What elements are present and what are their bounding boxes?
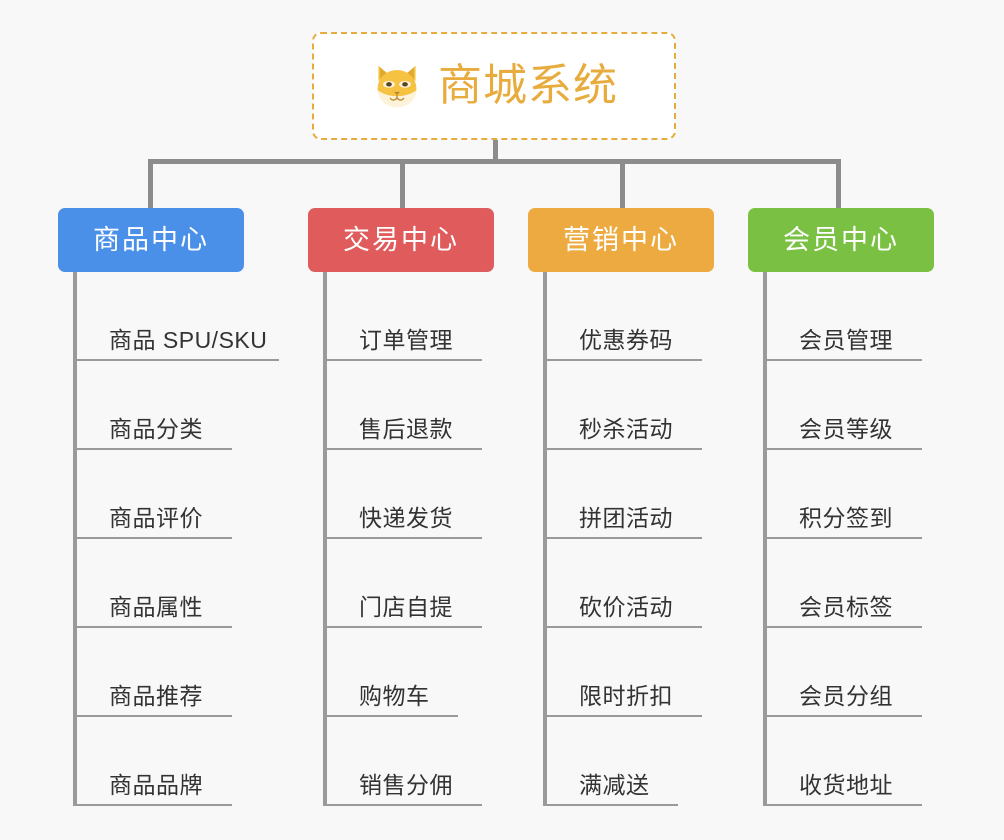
leaf-item[interactable]: 拼团活动 bbox=[547, 450, 748, 539]
connector-root-stem bbox=[493, 140, 498, 162]
leaf-list-marketing-center: 优惠券码秒杀活动拼团活动砍价活动限时折扣满减送 bbox=[543, 272, 748, 806]
category-header-label: 会员中心 bbox=[783, 224, 899, 255]
leaf-item-label: 会员等级 bbox=[799, 416, 893, 442]
category-header-product-center[interactable]: 商品中心 bbox=[58, 208, 244, 272]
leaf-item-label: 会员分组 bbox=[799, 683, 893, 709]
connector-drop bbox=[148, 159, 153, 208]
leaf-item[interactable]: 门店自提 bbox=[327, 539, 528, 628]
leaf-item[interactable]: 订单管理 bbox=[327, 272, 528, 361]
category-header-label: 商品中心 bbox=[93, 224, 209, 255]
leaf-item-label: 会员标签 bbox=[799, 594, 893, 620]
leaf-item[interactable]: 销售分佣 bbox=[327, 717, 528, 806]
leaf-item[interactable]: 会员标签 bbox=[767, 539, 968, 628]
leaf-item-label: 商品 SPU/SKU bbox=[109, 327, 268, 353]
leaf-item-underline bbox=[77, 537, 232, 539]
leaf-item-underline bbox=[77, 715, 232, 717]
leaf-item-underline bbox=[327, 448, 482, 450]
leaf-item[interactable]: 会员分组 bbox=[767, 628, 968, 717]
connector-drop bbox=[836, 159, 841, 208]
leaf-item-label: 商品推荐 bbox=[109, 683, 203, 709]
leaf-item[interactable]: 商品属性 bbox=[77, 539, 278, 628]
leaf-item-underline bbox=[767, 537, 922, 539]
leaf-item[interactable]: 商品品牌 bbox=[77, 717, 278, 806]
leaf-item-underline bbox=[547, 537, 702, 539]
leaf-item[interactable]: 砍价活动 bbox=[547, 539, 748, 628]
category-header-label: 交易中心 bbox=[343, 224, 459, 255]
connector-drop bbox=[620, 159, 625, 208]
leaf-item-label: 满减送 bbox=[579, 772, 650, 798]
category-header-marketing-center[interactable]: 营销中心 bbox=[528, 208, 714, 272]
leaf-list-product-center: 商品 SPU/SKU 商品分类商品评价商品属性商品推荐商品品牌 bbox=[73, 272, 279, 806]
leaf-item-underline bbox=[767, 359, 922, 361]
leaf-item-underline bbox=[767, 715, 922, 717]
leaf-item-underline bbox=[327, 804, 482, 806]
root-node-mall-system[interactable]: 商城系统 bbox=[312, 32, 676, 140]
leaf-item-label: 会员管理 bbox=[799, 327, 893, 353]
leaf-item-label: 售后退款 bbox=[359, 416, 453, 442]
leaf-item-label: 快递发货 bbox=[359, 505, 453, 531]
leaf-item-underline bbox=[767, 804, 922, 806]
leaf-item[interactable]: 会员管理 bbox=[767, 272, 968, 361]
leaf-item-label: 秒杀活动 bbox=[579, 416, 673, 442]
leaf-item[interactable]: 秒杀活动 bbox=[547, 361, 748, 450]
category-header-trade-center[interactable]: 交易中心 bbox=[308, 208, 494, 272]
leaf-item-label: 优惠券码 bbox=[579, 327, 673, 353]
leaf-item-underline bbox=[327, 715, 458, 717]
leaf-item[interactable]: 商品推荐 bbox=[77, 628, 278, 717]
leaf-item-label: 商品属性 bbox=[109, 594, 203, 620]
leaf-item-underline bbox=[767, 448, 922, 450]
leaf-item[interactable]: 购物车 bbox=[327, 628, 528, 717]
branch-column-member-center: 会员中心会员管理会员等级积分签到会员标签会员分组收货地址 bbox=[748, 208, 968, 806]
leaf-item[interactable]: 商品评价 bbox=[77, 450, 278, 539]
leaf-item[interactable]: 商品 SPU/SKU bbox=[77, 272, 279, 361]
shiba-dog-face-icon bbox=[377, 65, 417, 108]
leaf-item-label: 拼团活动 bbox=[579, 505, 673, 531]
leaf-item[interactable]: 优惠券码 bbox=[547, 272, 748, 361]
root-title: 商城系统 bbox=[438, 61, 618, 110]
leaf-item[interactable]: 限时折扣 bbox=[547, 628, 748, 717]
leaf-item-label: 限时折扣 bbox=[579, 683, 673, 709]
category-header-member-center[interactable]: 会员中心 bbox=[748, 208, 934, 272]
branch-column-product-center: 商品中心商品 SPU/SKU 商品分类商品评价商品属性商品推荐商品品牌 bbox=[58, 208, 279, 806]
leaf-item-underline bbox=[767, 626, 922, 628]
leaf-item-label: 商品品牌 bbox=[109, 772, 203, 798]
leaf-item-underline bbox=[547, 448, 702, 450]
leaf-item-underline bbox=[547, 359, 702, 361]
leaf-item-underline bbox=[327, 626, 482, 628]
leaf-item-underline bbox=[77, 626, 232, 628]
leaf-item-label: 订单管理 bbox=[359, 327, 453, 353]
leaf-item-label: 收货地址 bbox=[799, 772, 893, 798]
leaf-item-underline bbox=[77, 804, 232, 806]
leaf-item-label: 销售分佣 bbox=[359, 772, 453, 798]
leaf-item-label: 门店自提 bbox=[359, 594, 453, 620]
leaf-item[interactable]: 积分签到 bbox=[767, 450, 968, 539]
leaf-item[interactable]: 会员等级 bbox=[767, 361, 968, 450]
leaf-item[interactable]: 商品分类 bbox=[77, 361, 278, 450]
leaf-list-trade-center: 订单管理售后退款快递发货门店自提购物车销售分佣 bbox=[323, 272, 528, 806]
branch-column-trade-center: 交易中心订单管理售后退款快递发货门店自提购物车销售分佣 bbox=[308, 208, 528, 806]
leaf-item-label: 砍价活动 bbox=[579, 594, 673, 620]
leaf-item-underline bbox=[547, 804, 678, 806]
leaf-item-label: 商品评价 bbox=[109, 505, 203, 531]
leaf-item-label: 商品分类 bbox=[109, 416, 203, 442]
connector-horizontal-bus bbox=[148, 159, 840, 164]
leaf-item-label: 购物车 bbox=[359, 683, 430, 709]
leaf-item-underline bbox=[547, 715, 702, 717]
leaf-item[interactable]: 快递发货 bbox=[327, 450, 528, 539]
leaf-list-member-center: 会员管理会员等级积分签到会员标签会员分组收货地址 bbox=[763, 272, 968, 806]
leaf-item-underline bbox=[77, 359, 279, 361]
leaf-item-underline bbox=[327, 537, 482, 539]
leaf-item-underline bbox=[77, 448, 232, 450]
category-header-label: 营销中心 bbox=[563, 224, 679, 255]
leaf-item-label: 积分签到 bbox=[799, 505, 893, 531]
connector-drop bbox=[400, 159, 405, 208]
leaf-item-underline bbox=[327, 359, 482, 361]
branch-column-marketing-center: 营销中心优惠券码秒杀活动拼团活动砍价活动限时折扣满减送 bbox=[528, 208, 748, 806]
leaf-item[interactable]: 售后退款 bbox=[327, 361, 528, 450]
leaf-item[interactable]: 收货地址 bbox=[767, 717, 968, 806]
leaf-item[interactable]: 满减送 bbox=[547, 717, 748, 806]
leaf-item-underline bbox=[547, 626, 702, 628]
